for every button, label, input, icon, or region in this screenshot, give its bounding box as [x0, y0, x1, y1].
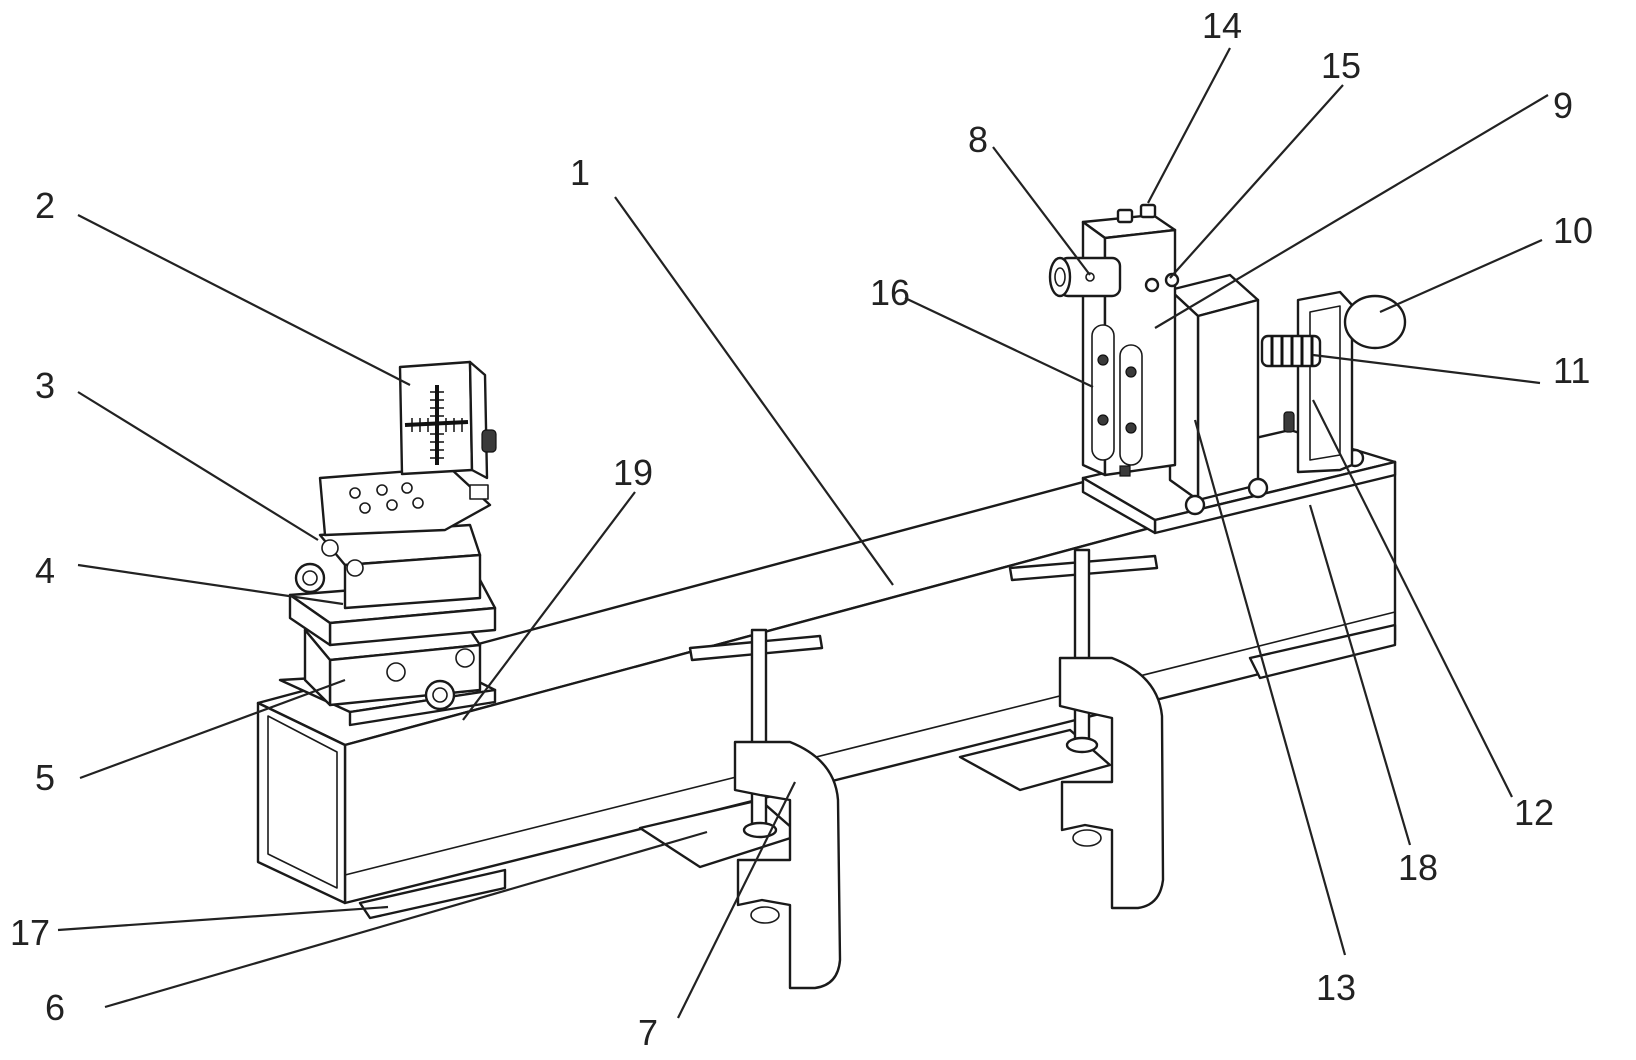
label-10: 10: [1553, 210, 1593, 251]
adjust-slot-right: [1119, 344, 1143, 466]
label-12: 12: [1514, 792, 1554, 833]
side-screw-b: [1164, 272, 1180, 288]
c-clamp-front: [688, 628, 842, 990]
label-14: 14: [1202, 5, 1242, 46]
part-number-labels: 1 2 3 4 5 6 7 8 9 10 11 12 13 14 15 16 1…: [10, 5, 1593, 1053]
clamp-front-screw: [750, 628, 768, 832]
mount-assembly: [1048, 203, 1407, 535]
label-15: 15: [1321, 45, 1361, 86]
label-16: 16: [870, 272, 910, 313]
adjust-slot-left: [1091, 324, 1115, 461]
label-5: 5: [35, 757, 55, 798]
label-18: 18: [1398, 847, 1438, 888]
side-screw-a: [1144, 277, 1160, 293]
label-8: 8: [968, 119, 988, 160]
xy-stage: [278, 360, 497, 727]
label-9: 9: [1553, 85, 1573, 126]
main-beam: [256, 460, 1397, 920]
clamp-rear-screw: [1073, 548, 1091, 747]
adjust-knob: [1343, 294, 1407, 350]
beam-end-inner: [267, 715, 338, 889]
label-4: 4: [35, 550, 55, 591]
bottom-pad-front: [358, 868, 507, 920]
label-19: 19: [613, 452, 653, 493]
target-screw: [481, 429, 497, 453]
label-3: 3: [35, 365, 55, 406]
top-screw-b: [1139, 203, 1157, 219]
clamp-front-frame: [733, 740, 842, 990]
label-1: 1: [570, 152, 590, 193]
bottom-pad-rear: [1248, 623, 1397, 680]
leader-lines: [57, 47, 1549, 1019]
c-clamp-rear: [1008, 548, 1165, 910]
label-17: 17: [10, 912, 50, 953]
label-2: 2: [35, 185, 55, 226]
label-13: 13: [1316, 967, 1356, 1008]
upright-block: [1196, 298, 1260, 502]
stage-upper-block: [343, 553, 482, 610]
label-6: 6: [45, 987, 65, 1028]
label-11: 11: [1553, 350, 1590, 391]
label-7: 7: [638, 1012, 658, 1053]
top-screw-a: [1116, 208, 1134, 224]
clamp-rear-frame: [1058, 656, 1165, 910]
